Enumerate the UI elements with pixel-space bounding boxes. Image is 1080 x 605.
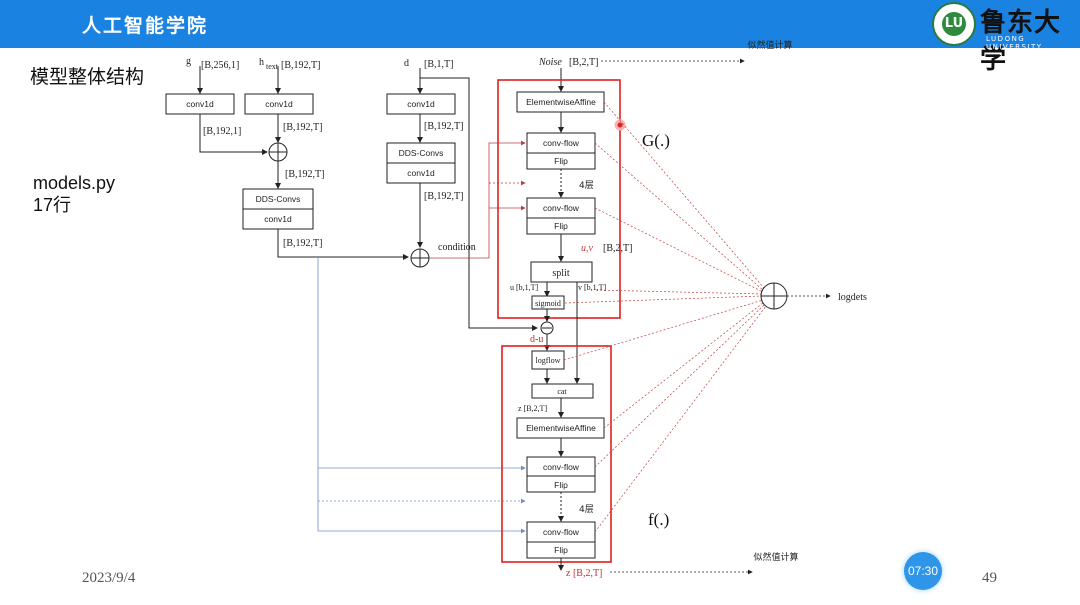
dim-sum: [B,192,T] — [285, 169, 324, 180]
university-name-en: LUDONG UNIVERSITY — [986, 35, 1043, 51]
svg-text:sigmoid: sigmoid — [535, 299, 561, 308]
svg-text:ElementwiseAffine: ElementwiseAffine — [526, 97, 596, 107]
pointer-dot-icon — [614, 119, 626, 131]
dim-dds-out: [B,192,T] — [283, 238, 322, 249]
school-name: 人工智能学院 — [82, 15, 209, 37]
f-layers-label: 4层 — [579, 504, 594, 515]
f-convflow-2-box — [526, 521, 596, 559]
svg-text:Flip: Flip — [554, 221, 568, 231]
u-label: u [b,1,T] — [510, 283, 539, 292]
g-block-frame — [497, 79, 621, 319]
university-name: 鲁东大学 — [980, 8, 1062, 75]
sigmoid-box — [531, 295, 565, 310]
condition-label: condition — [438, 242, 476, 253]
slide-date: 2023/9/4 — [82, 570, 136, 586]
svg-text:cat: cat — [557, 387, 567, 396]
svg-text:conv1d: conv1d — [186, 99, 214, 109]
dim-h-out: [B,192,T] — [283, 122, 322, 133]
z-dim: z [B,2,T] — [518, 404, 547, 413]
f-block-frame — [501, 345, 612, 563]
g-label: G(.) — [642, 131, 670, 150]
g-convflow-1-box — [526, 132, 596, 170]
svg-text:DDS-Convs: DDS-Convs — [399, 148, 444, 158]
v-label: v [b,1,T] — [578, 283, 607, 292]
svg-text:Flip: Flip — [554, 156, 568, 166]
likelihood-bottom: 似然值计算 — [753, 551, 798, 563]
split-box — [530, 261, 593, 283]
university-seal-icon: LU — [932, 2, 976, 46]
noise-dim: [B,2,T] — [569, 57, 598, 68]
conv1d-htext-box — [244, 93, 314, 115]
uv-label: u,v — [581, 243, 594, 254]
slide-title: 模型整体结构 — [30, 66, 145, 88]
du-label: d-u — [530, 334, 543, 345]
svg-text:Flip: Flip — [554, 545, 568, 555]
input-g: g — [186, 56, 191, 67]
svg-text:conv-flow: conv-flow — [543, 527, 580, 537]
input-htext-sub: text — [266, 62, 279, 71]
f-convflow-1-box — [526, 456, 596, 493]
header-bar: 人工智能学院 — [0, 0, 1080, 48]
svg-text:conv1d: conv1d — [407, 168, 435, 178]
dim-g-out: [B,192,1] — [203, 126, 241, 137]
svg-text:conv-flow: conv-flow — [543, 462, 580, 472]
input-d: d — [404, 58, 409, 69]
svg-text:conv1d: conv1d — [407, 99, 435, 109]
svg-text:conv-flow: conv-flow — [543, 138, 580, 148]
g-layers-label: 4层 — [579, 180, 594, 191]
input-g-dim: [B,256,1] — [201, 60, 239, 71]
input-htext-dim: [B,192,T] — [281, 60, 320, 71]
svg-text:conv1d: conv1d — [264, 214, 292, 224]
uv-dim: [B,2,T] — [603, 243, 632, 254]
cat-box — [531, 383, 594, 399]
dim-d1: [B,192,T] — [424, 121, 463, 132]
svg-text:conv-flow: conv-flow — [543, 203, 580, 213]
svg-text:Flip: Flip — [554, 480, 568, 490]
svg-text:DDS-Convs: DDS-Convs — [256, 194, 301, 204]
svg-text:ElementwiseAffine: ElementwiseAffine — [526, 423, 596, 433]
input-d-dim: [B,1,T] — [424, 59, 453, 70]
code-reference: models.py 17行 — [33, 173, 116, 215]
svg-text:logflow: logflow — [536, 356, 561, 365]
logdets-label: logdets — [838, 292, 867, 303]
conv1d-d-box — [386, 93, 456, 115]
likelihood-top: 似然值计算 — [747, 39, 792, 51]
z-output: z [B,2,T] — [566, 568, 602, 579]
page-number: 49 — [982, 570, 997, 586]
g-convflow-2-box — [526, 197, 596, 235]
svg-text:split: split — [552, 268, 569, 279]
timer-badge[interactable]: 07:30 — [904, 552, 942, 590]
dim-d2: [B,192,T] — [424, 191, 463, 202]
logdet-lines — [563, 101, 767, 533]
f-label: f(.) — [648, 510, 669, 529]
noise-label: Noise — [538, 57, 562, 68]
input-htext: h — [259, 57, 264, 68]
svg-text:conv1d: conv1d — [265, 99, 293, 109]
